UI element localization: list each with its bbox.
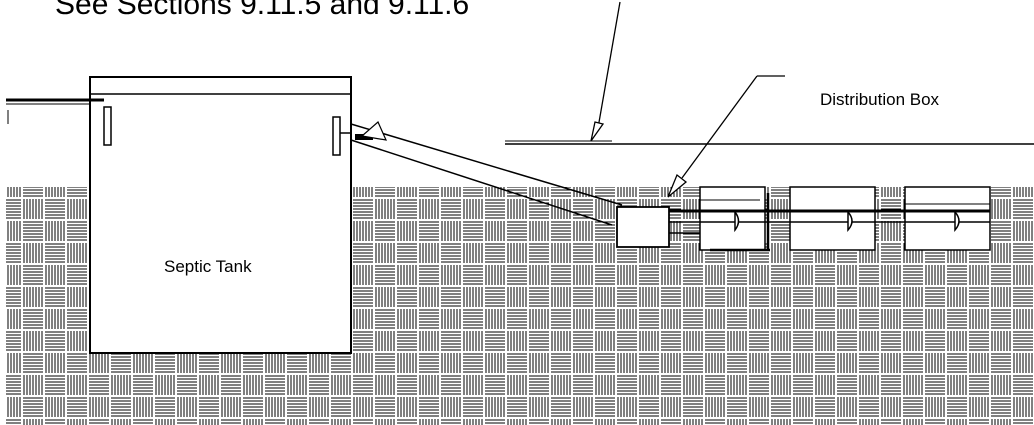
distribution-box-label: Distribution Box <box>820 90 940 109</box>
outlet-pipe <box>340 123 623 226</box>
septic-tank-label: Septic Tank <box>162 257 254 276</box>
top-note-label: See Sections 9.11.5 and 9.11.6 <box>55 0 470 21</box>
trench-cutouts <box>699 186 991 251</box>
distribution-box-leader <box>667 75 785 198</box>
septic-tank <box>89 76 352 354</box>
distribution-box <box>616 206 670 248</box>
lateral-pipe-caps <box>734 209 960 233</box>
inlet-baffle <box>103 106 112 146</box>
top-note-leader <box>590 1 621 142</box>
outlet-baffle <box>332 116 341 156</box>
outlet-riser-mark <box>360 121 388 141</box>
inlet-pipe <box>6 98 104 124</box>
outlet-fitting <box>355 134 373 140</box>
lateral-pipes <box>669 193 990 252</box>
